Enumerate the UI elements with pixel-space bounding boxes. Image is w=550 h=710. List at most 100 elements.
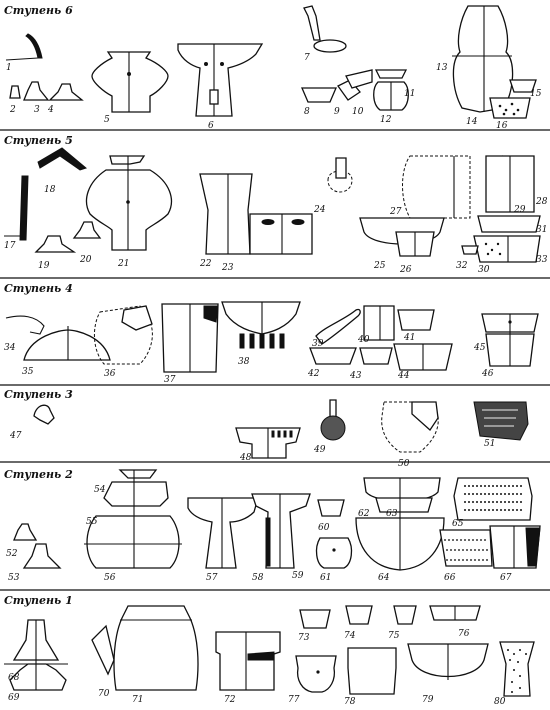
- figure-number: 69: [8, 693, 20, 703]
- vessel-15-bowl: [509, 79, 537, 93]
- figure-number: 59: [292, 571, 304, 581]
- vessel-17-sherd: [19, 175, 29, 241]
- figure-number: 19: [38, 261, 50, 271]
- figure-number: 52: [6, 549, 18, 559]
- figure-number: 20: [79, 255, 92, 265]
- figure-number: 11: [404, 89, 415, 99]
- vessel-77-jar: [295, 655, 337, 693]
- vessel-3-lid: [23, 81, 50, 101]
- figure-number: 15: [530, 89, 542, 99]
- figure-number: 32: [456, 261, 468, 271]
- figure-number: 10: [352, 107, 364, 117]
- vessel-47-lid-knob: [33, 404, 55, 425]
- vessel-1-rim-fragment: [25, 33, 43, 59]
- figure-number: 45: [473, 343, 486, 353]
- figure-number: 72: [224, 695, 236, 705]
- figure-number: 73: [298, 633, 310, 643]
- vessel-27-jug: [402, 155, 471, 219]
- figure-number: 1: [6, 63, 12, 73]
- figure-number: 80: [494, 697, 506, 707]
- vessel-51-decorated-sherd: [473, 401, 529, 441]
- stage-label: Ступень 3: [4, 388, 73, 401]
- figure-number: 22: [199, 259, 212, 269]
- vessel-70-handle-fragment: [91, 624, 115, 676]
- figure-number: 2: [9, 105, 16, 115]
- figure-number: 46: [481, 369, 494, 379]
- vessel-58-pedestal-bowl: [251, 493, 311, 569]
- vessel-21-lidded-jar: [109, 155, 146, 165]
- figure-number: 24: [313, 205, 326, 215]
- figure-number: 3: [34, 105, 40, 115]
- figure-number: 65: [452, 519, 464, 529]
- figure-number: 4: [47, 105, 54, 115]
- figure-number: 68: [8, 673, 20, 683]
- figure-number: 12: [380, 115, 392, 125]
- figure-number: 41: [403, 333, 415, 343]
- figure-number: 37: [164, 375, 176, 385]
- figure-number: 63: [386, 509, 398, 519]
- figure-number: 30: [478, 265, 490, 275]
- stage-label: Ступень 5: [4, 134, 73, 147]
- vessel-53-lid: [22, 543, 62, 569]
- vessel-71-large-jar: [113, 605, 199, 691]
- vessel-10-bowl: [345, 69, 373, 89]
- vessel-56-jar: [86, 515, 180, 569]
- figure-number: 79: [422, 695, 434, 705]
- figure-number: 74: [344, 631, 356, 641]
- figure-number: 78: [344, 697, 356, 707]
- vessel-2-lid: [9, 85, 21, 99]
- figure-number: 56: [104, 573, 116, 583]
- figure-number: 44: [397, 371, 410, 381]
- vessel-35-lid: [23, 329, 111, 361]
- figure-number: 5: [104, 115, 110, 125]
- figure-number: 70: [98, 689, 110, 699]
- figure-number: 14: [466, 117, 478, 127]
- vessel-66-decorated-jar: [439, 529, 493, 567]
- vessel-55-jar: [103, 481, 169, 507]
- figure-number: 17: [4, 241, 16, 251]
- figure-number: 31: [536, 225, 547, 235]
- vessel-63-bowl: [375, 497, 433, 513]
- figure-number: 29: [513, 205, 526, 215]
- vessel-73-bowl: [299, 609, 331, 629]
- figure-number: 9: [334, 107, 340, 117]
- vessel-74-bowl: [345, 605, 373, 625]
- figure-number: 62: [358, 509, 370, 519]
- figure-number: 77: [288, 695, 300, 705]
- vessel-7-ladle: [303, 5, 321, 41]
- figure-number: 26: [399, 265, 412, 275]
- figure-number: 49: [313, 445, 326, 455]
- vessel-40-jar: [363, 305, 395, 341]
- figure-number: 47: [9, 431, 22, 441]
- stage-label: Ступень 1: [4, 594, 73, 607]
- stage-label: Ступень 4: [4, 282, 73, 295]
- stage-6-group: 1 2 3 4 5 6 7 8 9 10 11 12: [5, 5, 542, 131]
- vessel-49-bowl: [320, 415, 346, 441]
- vessel-31-bowl: [477, 215, 541, 233]
- vessel-49-ladle: [329, 399, 337, 419]
- vessel-8-bowl: [301, 87, 337, 103]
- vessel-80-beaker: [499, 641, 535, 697]
- stage-2-group: 52 53 54 55 56 57 58 59 60 61 62 63 64: [6, 469, 541, 583]
- vessel-14-jug: [452, 5, 514, 113]
- vessel-16-strainer: [489, 97, 531, 119]
- vessel-18-lid: [37, 147, 88, 171]
- figure-number: 53: [8, 573, 20, 583]
- figure-number: 60: [318, 523, 330, 533]
- figure-number: 51: [484, 439, 495, 449]
- figure-number: 8: [304, 107, 310, 117]
- vessel-5-jar: [91, 51, 169, 113]
- figure-number: 23: [221, 263, 234, 273]
- stage-1-group: 68 69 70 71 72 73 74 75 76 77 78: [4, 605, 535, 707]
- figure-number: 6: [208, 121, 214, 131]
- figure-number: 43: [349, 371, 362, 381]
- figure-number: 34: [4, 343, 16, 353]
- vessel-60-cup: [317, 499, 345, 517]
- vessel-38-pedestal-bowl: [221, 301, 301, 335]
- vessel-78-jar: [347, 647, 397, 695]
- figure-number: 66: [444, 573, 456, 583]
- figure-number: 18: [44, 185, 56, 195]
- figure-number: 76: [458, 629, 470, 639]
- figure-number: 42: [307, 369, 320, 379]
- figure-number: 33: [536, 255, 548, 265]
